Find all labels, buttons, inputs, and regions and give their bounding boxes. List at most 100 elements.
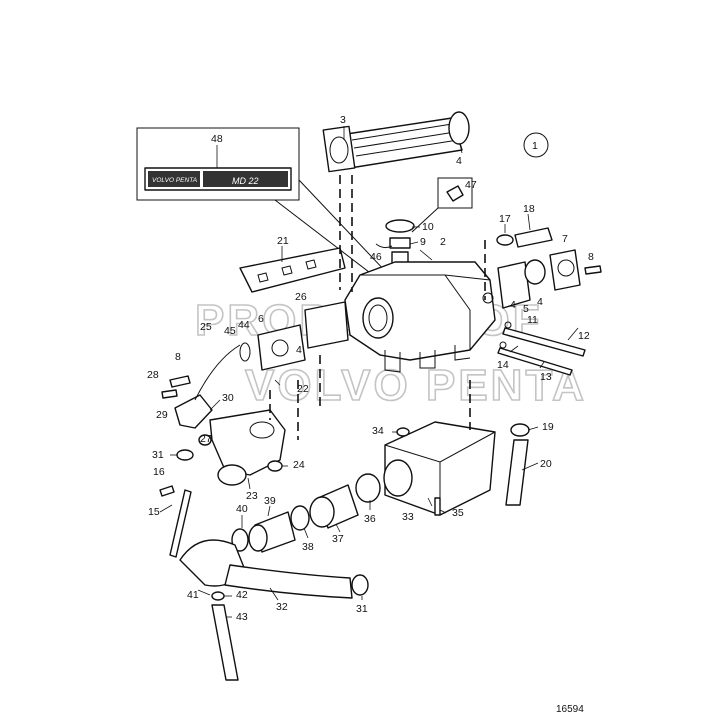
badge-left-panel: [148, 171, 200, 187]
flange-assembly: [239, 301, 349, 371]
callout-39: 39: [264, 495, 276, 507]
callout-46: 46: [370, 251, 382, 263]
clamp-19: [510, 423, 530, 437]
callout-22: 22: [297, 383, 309, 395]
washer-11: [504, 321, 512, 329]
callout-34: 34: [372, 425, 384, 437]
leader-13: [539, 361, 545, 369]
elbow-23: [209, 409, 286, 476]
callout-14: 14: [497, 359, 509, 371]
callout-44: 44: [238, 319, 250, 331]
callout-4c: 4: [537, 296, 543, 308]
bolt-28: [161, 389, 178, 399]
callout-33: 33: [402, 511, 414, 523]
leader-9: [409, 241, 419, 245]
hose-43: [211, 604, 239, 681]
gasket-26: [304, 301, 349, 349]
leader-39: [267, 505, 271, 517]
elbow-23-outlet: [217, 464, 247, 486]
leader-22: [274, 379, 281, 386]
flange-6: [257, 324, 306, 371]
callout-27: 27: [200, 433, 212, 445]
leader-12: [567, 327, 579, 341]
cover-7: [549, 249, 581, 291]
mixing-elbow: [179, 539, 369, 681]
callout-11: 11: [527, 314, 538, 326]
left-bracket: [161, 344, 241, 429]
callout-3: 3: [340, 114, 346, 126]
o-ring-4a: [448, 111, 470, 145]
filler-cap: [375, 219, 415, 267]
filler-cap-top: [385, 219, 415, 233]
callout-21: 21: [277, 235, 289, 247]
leader-32: [269, 587, 279, 601]
gasket-21-body: [239, 247, 346, 293]
clamp-17: [496, 234, 514, 246]
flange-6-port: [271, 339, 289, 357]
callout-4d: 4: [296, 344, 302, 356]
callout-labels: 48 3 4 47 17 18 10 9 46 2 7 8 21 4 5 4 1…: [147, 114, 594, 623]
clamp-42: [211, 591, 225, 601]
bolt-12: [502, 327, 586, 357]
bolt-8a: [584, 265, 602, 275]
callout-26: 26: [295, 291, 307, 303]
hose-20-body: [505, 439, 529, 506]
callout-40: 40: [236, 503, 248, 515]
hose-chain: [231, 473, 381, 553]
o-ring-44: [239, 342, 251, 362]
tube-stack: [322, 111, 470, 173]
leader-2: [419, 249, 433, 261]
view-marker: 1: [523, 132, 549, 158]
housing-port: [362, 297, 394, 339]
callout-10: 10: [422, 221, 434, 233]
callout-32: 32: [276, 601, 288, 613]
callout-4b: 4: [510, 299, 516, 311]
leader-41: [197, 589, 211, 596]
leader-23: [247, 477, 251, 490]
tube-stack-lines: [351, 123, 459, 157]
leader-15: [159, 504, 173, 513]
stay-15: [169, 489, 192, 558]
tank-33: [383, 421, 496, 516]
callout-25: 25: [200, 321, 212, 333]
tank-33-port: [383, 459, 413, 497]
leader-lines: [159, 126, 579, 618]
inset-frame: [136, 127, 300, 201]
hose-clip-46: [375, 243, 393, 249]
clamp-31b: [351, 574, 369, 596]
o-ring-34: [396, 427, 410, 437]
callout-19: 19: [542, 421, 554, 433]
clamp-31a: [176, 449, 194, 461]
callout-23: 23: [246, 490, 258, 502]
cover-7-opening: [557, 259, 575, 277]
sensor-pointer: [411, 207, 439, 233]
housing-edges: [360, 274, 491, 350]
washer-27: [198, 434, 212, 446]
callout-31b: 31: [356, 603, 368, 615]
sensor-inset-box: [437, 177, 473, 209]
callout-24: 24: [293, 459, 305, 471]
housing-bolt: [482, 292, 494, 304]
bracket-29: [174, 394, 213, 429]
leader-14: [509, 345, 519, 353]
elbow-23-top: [249, 421, 275, 439]
hose-20: [505, 423, 530, 506]
sensor-47: [411, 177, 473, 233]
hose-37-end: [309, 496, 335, 528]
drawing-number: 16594: [556, 704, 584, 715]
assembly-lines: [269, 175, 486, 440]
plug-24: [267, 460, 283, 472]
callout-31a: 31: [152, 449, 164, 461]
leader-37: [335, 523, 341, 533]
leader-38: [303, 527, 309, 539]
leader-4a: [459, 143, 463, 154]
leader-30: [209, 399, 221, 411]
bolt-8b: [169, 375, 191, 388]
callout-42: 42: [236, 589, 248, 601]
callout-30: 30: [222, 392, 234, 404]
callout-18: 18: [523, 203, 535, 215]
exhaust-elbow: [198, 409, 286, 486]
callout-9: 9: [420, 236, 426, 248]
support-bar: [159, 449, 194, 558]
